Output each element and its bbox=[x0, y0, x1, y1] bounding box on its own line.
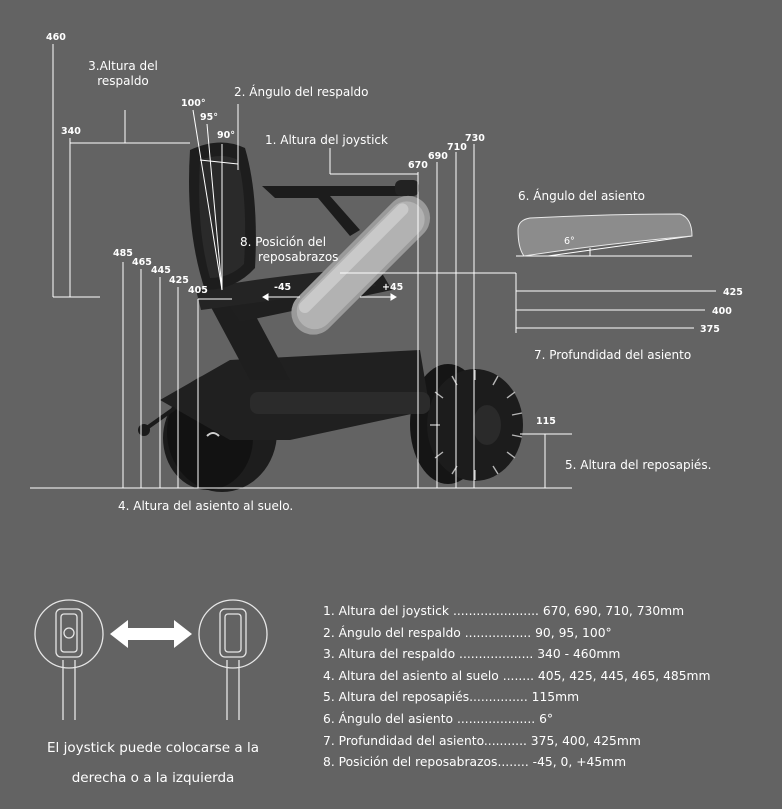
spec-item: 6. Ángulo del asiento ..................… bbox=[323, 709, 743, 731]
spec-value: 670, 690, 710, 730mm bbox=[538, 604, 685, 618]
spec-value: -45, 0, +45mm bbox=[528, 755, 627, 770]
footrest-value: 115 bbox=[536, 416, 556, 427]
armrest-position-label-1: 8. Posición del bbox=[240, 235, 326, 249]
spec-value: 115mm bbox=[527, 690, 580, 705]
backrest-angle-95: 95° bbox=[200, 112, 218, 123]
labels: 460 340 3.Altura del respaldo 2. Ángulo … bbox=[46, 32, 743, 513]
spec-dots: ........ bbox=[498, 668, 535, 683]
spec-label: 7. Profundidad del asiento bbox=[323, 733, 484, 748]
spec-item: 3. Altura del respaldo .................… bbox=[323, 644, 743, 666]
spec-item: 5. Altura del reposapiés............... … bbox=[323, 687, 743, 709]
spec-dots: ...................... bbox=[449, 604, 539, 618]
spec-item: 4. Altura del asiento al suelo ........ … bbox=[323, 666, 743, 688]
joystick-690: 690 bbox=[428, 151, 448, 162]
seat-depth-400: 400 bbox=[712, 306, 732, 317]
joystick-730: 730 bbox=[465, 133, 485, 144]
backrest-height-max: 460 bbox=[46, 32, 66, 43]
armrest-arrows bbox=[262, 293, 397, 301]
armrest-minus-45: -45 bbox=[274, 282, 291, 293]
spec-dots: ............... bbox=[469, 690, 528, 705]
backrest-height-min: 340 bbox=[61, 126, 81, 137]
seat-height-465: 465 bbox=[132, 257, 152, 268]
spec-label: 4. Altura del asiento al suelo bbox=[323, 668, 499, 683]
spec-dots: ................. bbox=[460, 625, 532, 640]
joystick-right-icon bbox=[198, 599, 268, 720]
backrest-angle-90: 90° bbox=[217, 130, 235, 141]
seat-angle-label: 6. Ángulo del asiento bbox=[518, 188, 645, 203]
seat-height-425: 425 bbox=[169, 275, 189, 286]
spec-value: 375, 400, 425mm bbox=[526, 733, 641, 748]
seat-angle-value: 6° bbox=[564, 236, 575, 247]
spec-label: 2. Ángulo del respaldo bbox=[323, 625, 461, 640]
spec-list: 1. Altura del joystick .................… bbox=[323, 601, 743, 774]
dimension-lines bbox=[30, 44, 716, 489]
joystick-note-line-2: derecha o a la izquierda bbox=[71, 770, 235, 786]
spec-value: 340 - 460mm bbox=[533, 647, 621, 662]
backrest-height-label-2: respaldo bbox=[97, 74, 149, 88]
joystick-670: 670 bbox=[408, 160, 428, 171]
spec-label: 3. Altura del respaldo bbox=[323, 647, 456, 662]
double-arrow-icon bbox=[110, 620, 192, 648]
spec-label: 6. Ángulo del asiento bbox=[323, 711, 454, 726]
spec-dots: ........... bbox=[483, 733, 527, 748]
seat-cushion-icon bbox=[517, 213, 693, 257]
spec-label: 1. Altura del joystick bbox=[323, 604, 450, 618]
armrest-position-label-2: reposabrazos bbox=[258, 250, 338, 264]
seat-height-445: 445 bbox=[151, 265, 171, 276]
wheelchair-illustration bbox=[138, 142, 523, 492]
spec-value: 405, 425, 445, 465, 485mm bbox=[534, 668, 711, 683]
seat-depth-425: 425 bbox=[723, 287, 743, 298]
spec-dots: .................... bbox=[453, 711, 536, 726]
seat-height-405: 405 bbox=[188, 285, 208, 296]
joystick-height-label: 1. Altura del joystick bbox=[265, 133, 388, 147]
spec-item: 8. Posición del reposabrazos........ -45… bbox=[323, 752, 743, 774]
spec-value: 6° bbox=[535, 711, 554, 726]
joystick-note: El joystick puede colocarse a la derecha… bbox=[22, 733, 284, 793]
backrest-angle-label: 2. Ángulo del respaldo bbox=[234, 84, 369, 99]
armrest-plus-45: +45 bbox=[382, 282, 403, 293]
spec-item: 1. Altura del joystick .................… bbox=[323, 601, 743, 623]
spec-label: 8. Posición del reposabrazos bbox=[323, 755, 498, 770]
spec-dots: ........ bbox=[497, 755, 529, 770]
footrest-height-label: 5. Altura del reposapiés. bbox=[565, 458, 711, 472]
joystick-left-icon bbox=[34, 599, 104, 720]
spec-item: 7. Profundidad del asiento........... 37… bbox=[323, 731, 743, 753]
seat-depth-375: 375 bbox=[700, 324, 720, 335]
seat-depth-label: 7. Profundidad del asiento bbox=[534, 348, 691, 362]
seat-floor-height-label: 4. Altura del asiento al suelo. bbox=[118, 499, 293, 513]
spec-value: 90, 95, 100° bbox=[531, 625, 612, 640]
spec-dots: ................... bbox=[455, 647, 534, 662]
backrest-angle-100: 100° bbox=[181, 98, 206, 109]
joystick-note-line-1: El joystick puede colocarse a la bbox=[47, 740, 259, 756]
spec-label: 5. Altura del reposapiés bbox=[323, 690, 470, 705]
spec-item: 2. Ángulo del respaldo .................… bbox=[323, 623, 743, 645]
seat-height-485: 485 bbox=[113, 248, 133, 259]
backrest-height-label-1: 3.Altura del bbox=[88, 59, 158, 73]
joystick-710: 710 bbox=[447, 142, 467, 153]
